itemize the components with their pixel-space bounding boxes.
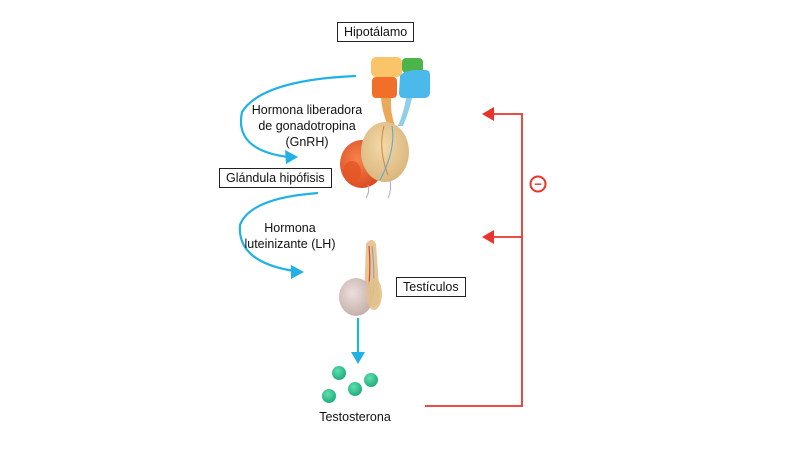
gnrh-label: Hormona liberadora de gonadotropina (GnR… [242, 102, 372, 150]
lh-label-line: luteinizante (LH) [244, 237, 336, 251]
lh-arrow [238, 191, 319, 273]
gnrh-label-line: de gonadotropina [258, 119, 356, 133]
hypothalamus-illustration [371, 57, 430, 126]
feedback-arrowhead-pituitary [482, 230, 494, 244]
pituitary-label: Glándula hipófisis [219, 168, 332, 188]
feedback-arrowhead-hypothalamus [482, 107, 494, 121]
negative-feedback-loop: − [425, 107, 547, 407]
testis-illustration [339, 240, 382, 316]
inhibition-symbol [529, 175, 547, 193]
inhibition-sign: − [534, 177, 542, 192]
hormone-pathway [238, 74, 365, 364]
gnrh-label-line: (GnRH) [285, 135, 329, 149]
testosterone-molecules [322, 366, 378, 403]
hypothalamus-label: Hipotálamo [337, 22, 415, 42]
gnrh-arrowhead [285, 150, 298, 164]
gnrh-arrow [239, 74, 357, 159]
testosterone-label: Testosterona [319, 410, 391, 424]
pituitary-illustration [340, 122, 409, 199]
hormone-dot [364, 373, 378, 387]
hormone-dot [322, 389, 336, 403]
feedback-line [425, 113, 523, 407]
lh-arrowhead [291, 265, 304, 279]
testes-label: Testículos [396, 277, 466, 297]
lh-label: Hormona luteinizante (LH) [240, 220, 340, 252]
gnrh-label-line: Hormona liberadora [251, 103, 363, 117]
lh-label-line: Hormona [264, 221, 316, 235]
hormone-dot [332, 366, 346, 380]
hormone-dot [348, 382, 362, 396]
testosterone-arrowhead [351, 352, 365, 364]
